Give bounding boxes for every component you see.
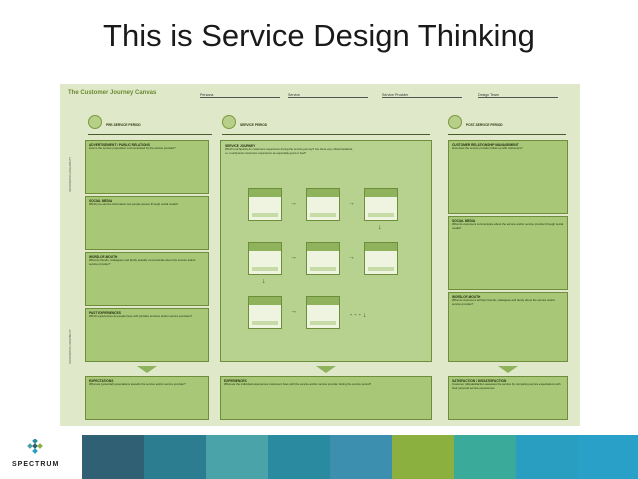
box-question: How does the service provider follow up … [452,146,523,150]
bottom-box-satisfaction: SATISFACTION / DISSATISFACTION Customer … [448,376,568,420]
box-title: PAST EXPERIENCES [89,311,121,315]
phase-label-pre: PRE-SERVICE PERIOD [106,123,141,127]
box-question: What are (potential) expectations toward… [89,382,186,386]
touchpoint-card[interactable] [248,296,282,329]
touchpoint-card[interactable] [248,242,282,275]
pre-box-past-experiences: PAST EXPERIENCES Which experiences do pe… [85,308,209,362]
slide-title: This is Service Design Thinking [103,18,535,53]
bottom-box-experiences: EXPERIENCES What are the individual expe… [220,376,432,420]
touchpoint-card[interactable] [306,188,340,221]
brand-stripe [144,435,206,479]
arrow-right-icon: → [348,254,355,261]
arrow-down-icon: ↓ [262,278,266,285]
box-title: SOCIAL MEDIA [452,219,476,223]
bottom-box-expectations: EXPECTATIONS What are (potential) expect… [85,376,209,420]
chevron-down-icon [316,366,336,373]
pre-box-advertisement: ADVERTISEMENT / PUBLIC RELATIONS How is … [85,140,209,194]
post-box-word-of-mouth: WORD-OF-MOUTH What do customers tell the… [448,292,568,362]
brand-stripe [82,435,144,479]
panel-title: SERVICE JOURNEY [225,144,256,148]
phase-label-service: SERVICE PERIOD [240,123,268,127]
arrow-right-icon: → [290,200,297,207]
touchpoint-card[interactable] [364,188,398,221]
service-phase-icon [222,115,236,129]
box-question: What are the individual experiences cust… [224,382,372,386]
box-title: CUSTOMER RELATIONSHIP MANAGEMENT [452,143,519,147]
box-title: ADVERTISEMENT / PUBLIC RELATIONS [89,143,150,147]
side-label-availability: INFORMATION AVAILABILITY [69,156,72,192]
phase-divider [222,134,430,135]
arrow-dashed-icon: - - - ↓ [350,312,367,319]
chevron-down-icon [498,366,518,373]
touchpoint-card[interactable] [364,242,398,275]
brand-name: SPECTRUM [12,461,60,468]
post-box-social-media: SOCIAL MEDIA What do customers communica… [448,216,568,290]
pre-service-phase-icon [88,115,102,129]
touchpoint-card[interactable] [248,188,282,221]
pre-box-word-of-mouth: WORD-OF-MOUTH What do friends, colleague… [85,252,209,306]
box-title: EXPERIENCES [224,379,247,383]
phase-divider [448,134,566,135]
box-title: WORD-OF-MOUTH [452,295,481,299]
box-question: What do customers tell their friends, co… [452,298,556,306]
phase-divider [88,134,212,135]
brand-stripe [330,435,392,479]
field-service[interactable]: Service [288,93,368,98]
box-question: Which experiences do people have with (s… [89,314,193,318]
post-service-phase-icon [448,115,462,129]
box-title: EXPECTATIONS [89,379,114,383]
panel-question: Which touchpoints do customers experienc… [225,147,353,155]
brand-stripe [268,435,330,479]
post-box-crm: CUSTOMER RELATIONSHIP MANAGEMENT How doe… [448,140,568,214]
field-design-team[interactable]: Design Team [478,93,558,98]
field-service-provider[interactable]: Service Provider [382,93,462,98]
brand-stripe [454,435,516,479]
box-title: WORD-OF-MOUTH [89,255,118,259]
touchpoint-card[interactable] [306,296,340,329]
box-title: SOCIAL MEDIA [89,199,113,203]
arrow-right-icon: → [348,200,355,207]
box-question: Customer (dis)satisfaction assesses the … [452,382,561,390]
chevron-down-icon [137,366,157,373]
touchpoint-card[interactable] [306,242,340,275]
phase-label-post: POST-SERVICE PERIOD [466,123,503,127]
arrow-right-icon: → [290,254,297,261]
spectrum-logo-icon [27,439,43,454]
side-label-credibility: INFORMATION CREDIBILITY [69,329,72,364]
box-question: How is the service proposition communica… [89,146,176,150]
arrow-down-icon: ↓ [378,224,382,231]
brand-stripe [206,435,268,479]
box-question: What do customers communicate about the … [452,222,563,230]
box-title: SATISFACTION / DISSATISFACTION [452,379,507,383]
arrow-right-icon: → [290,308,297,315]
field-persona[interactable]: Persona [200,93,280,98]
brand-stripe [578,435,638,479]
brand-stripe [516,435,578,479]
customer-journey-canvas: The Customer Journey Canvas Persona Serv… [60,84,580,426]
pre-box-social-media: SOCIAL MEDIA Which pre-service informati… [85,196,209,250]
canvas-title: The Customer Journey Canvas [68,90,157,96]
box-question: Which pre-service information can people… [89,202,179,206]
brand-stripe [392,435,454,479]
box-question: What do friends, colleagues and family a… [89,258,196,266]
